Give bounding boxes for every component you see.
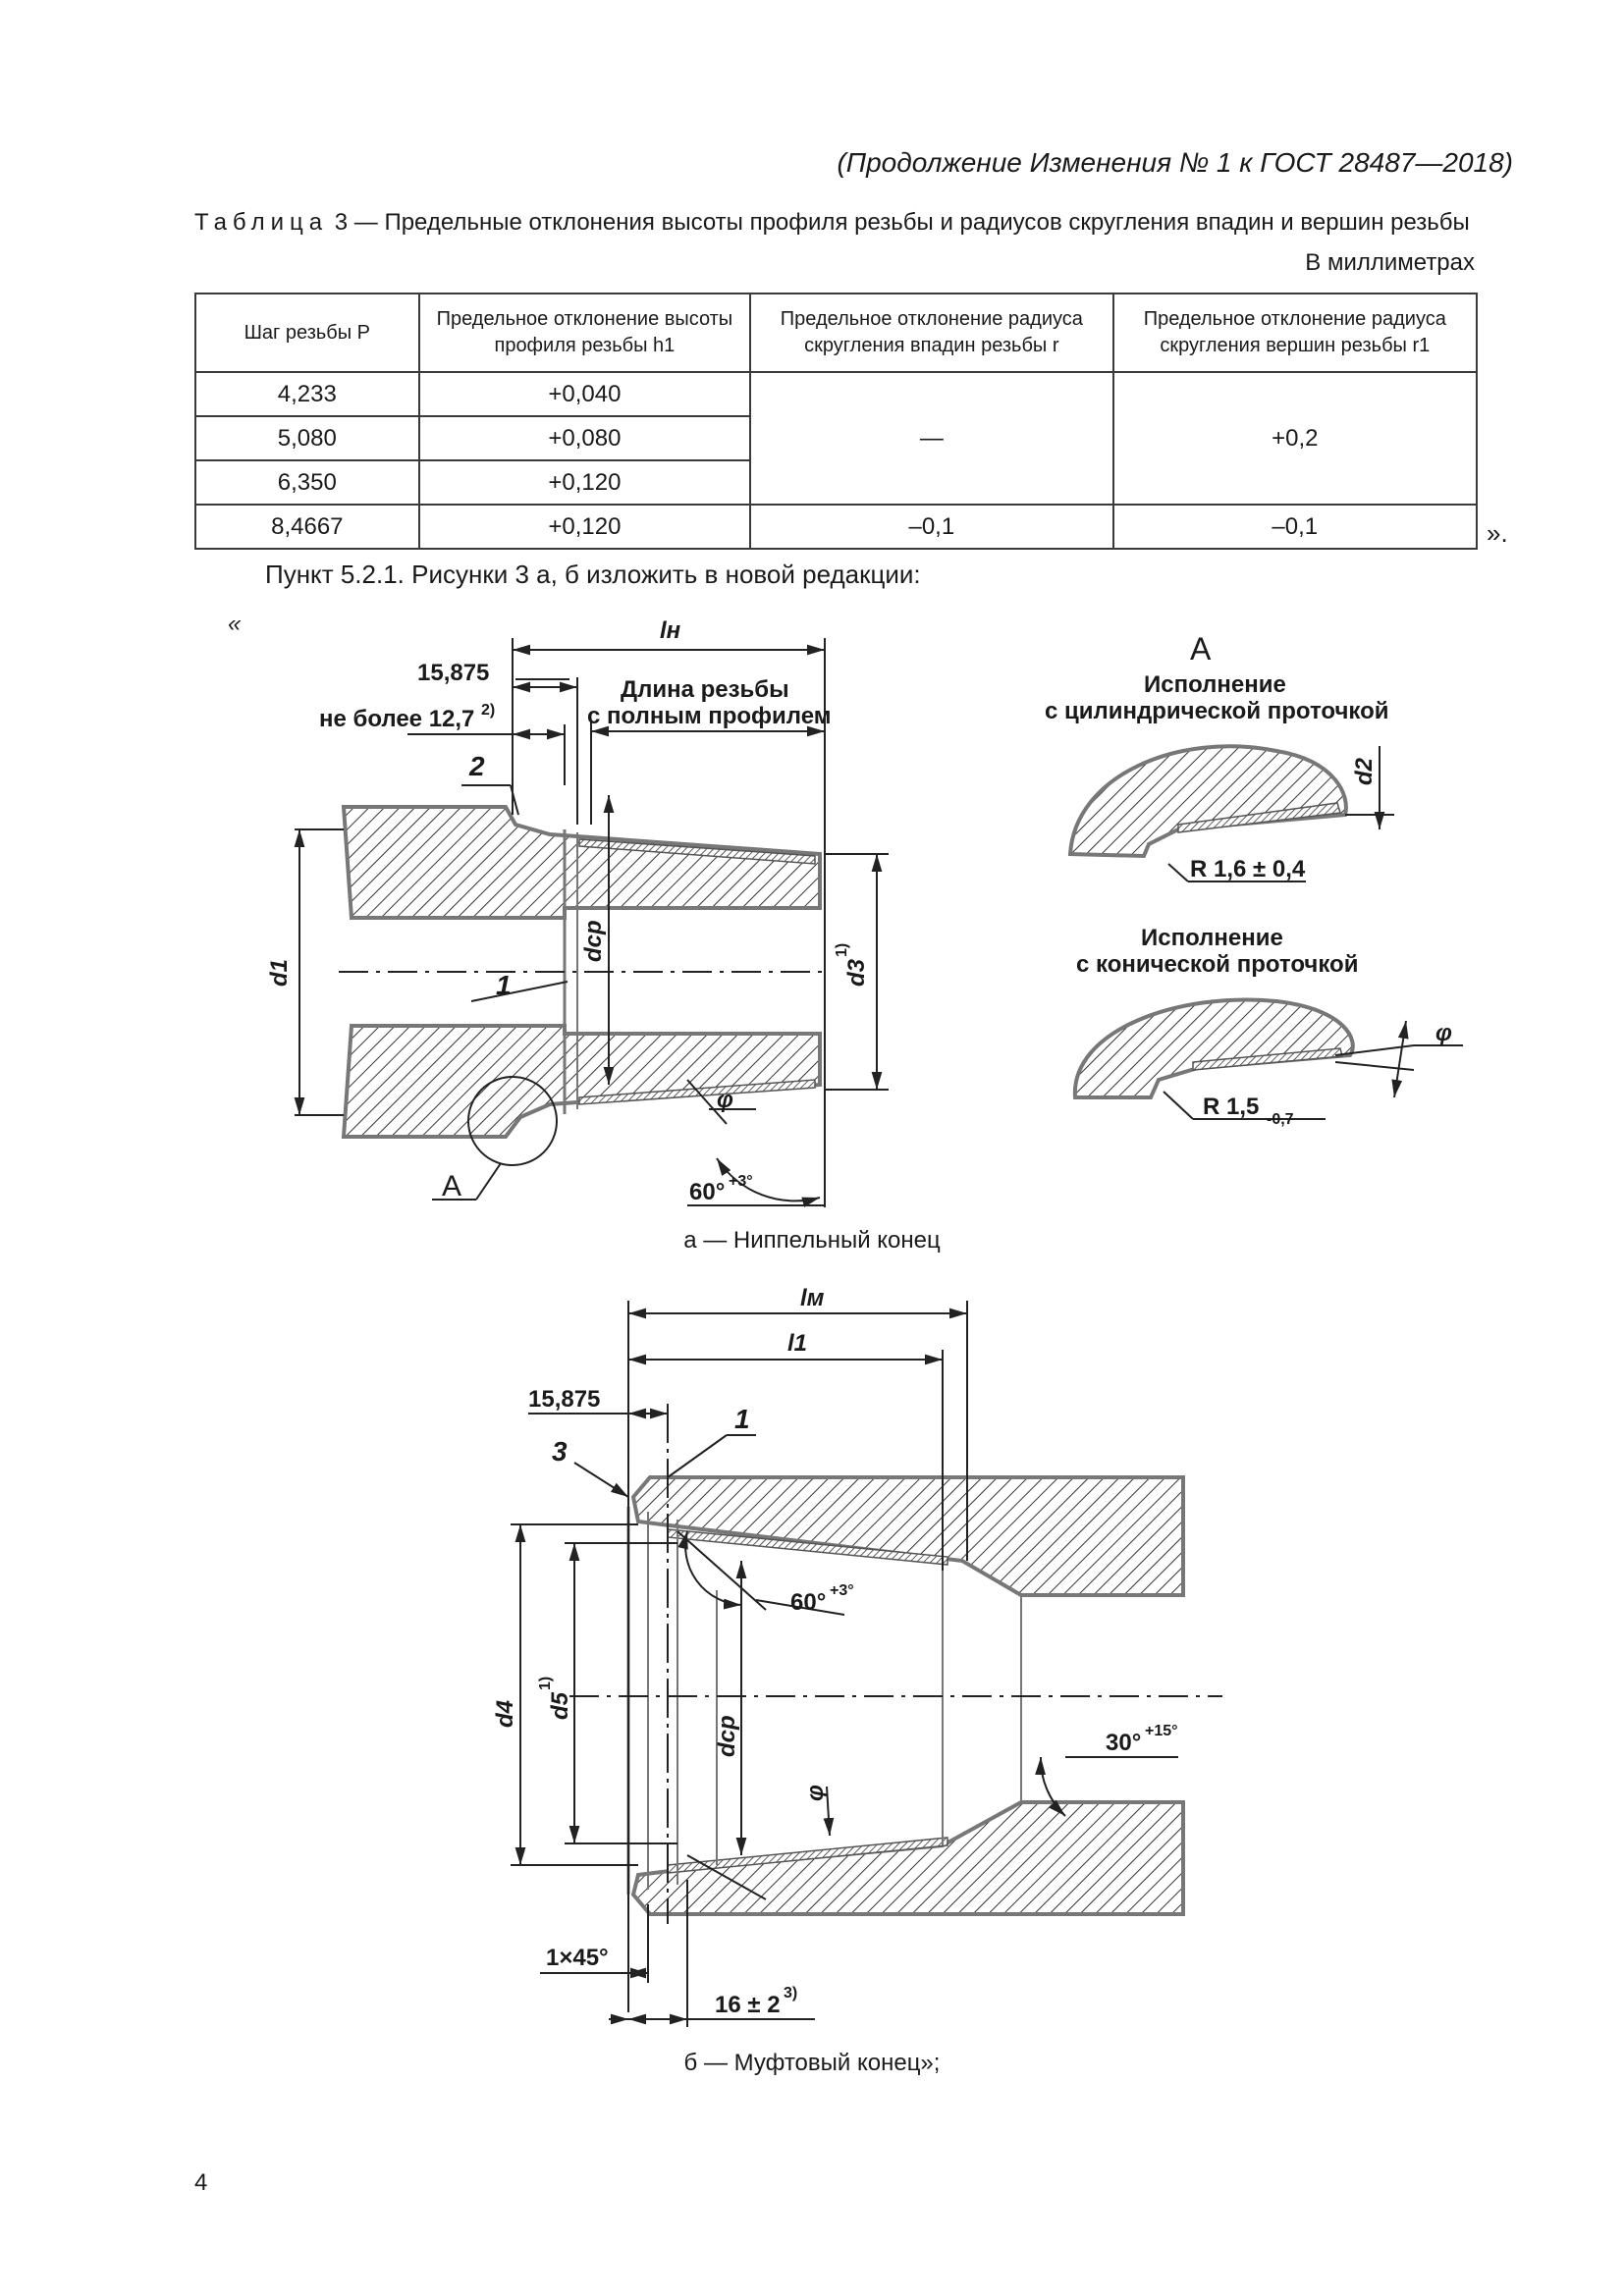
label-16-sup: 3): [784, 1985, 797, 2002]
detail-con-title-1: Исполнение: [1141, 925, 1283, 951]
detail-a-labels: А Исполнение с цилиндрической проточкой …: [1045, 631, 1452, 1128]
detail-a-views: [1067, 744, 1463, 1120]
label-d1: d1: [266, 959, 293, 987]
detail-a-circle: [467, 1076, 558, 1166]
label-not-more: не более 12,7: [319, 706, 474, 732]
label-d4: d4: [492, 1700, 518, 1728]
table-cell: 8,4667: [194, 504, 420, 550]
table-caption-text: 3 — Предельные отклонения высоты профиля…: [328, 209, 1470, 236]
detail-con-title-2: с конической проточкой: [1076, 951, 1358, 978]
callout-1-a: 1: [496, 970, 512, 1000]
col-header-pitch: Шаг резьбы P: [194, 293, 420, 373]
label-d5-sup: 1): [537, 1677, 554, 1690]
label-60-a-tol: +3°: [729, 1173, 753, 1190]
callout-2: 2: [468, 751, 485, 781]
label-r-con: R 1,5: [1203, 1094, 1259, 1120]
opening-quote: «: [228, 611, 242, 637]
figure-a-nipple-end: [294, 638, 889, 1207]
label-60-a: 60°: [689, 1179, 725, 1205]
thread-band-upper: [578, 838, 816, 865]
label-l-m: lм: [800, 1285, 825, 1311]
figure-a-labels: lн 15,875 не более 12,7 2) Длина резьбы …: [266, 617, 870, 1205]
detail-con-shape: [1072, 997, 1355, 1099]
table-cell: +0,120: [417, 504, 752, 550]
col-header-r: Предельное отклонение радиуса скругления…: [749, 293, 1114, 373]
paragraph-5-2-1: Пункт 5.2.1. Рисунки 3 а, б изложить в н…: [265, 560, 921, 589]
label-d5: d5: [547, 1691, 573, 1720]
detail-cyl-title-2: с цилиндрической проточкой: [1045, 698, 1389, 724]
figure-b-labels: lм l1 15,875 1 3 60° +3° d4 d5 1) dср φ …: [492, 1285, 1178, 2018]
table-header-row: Шаг резьбы P Предельное отклонение высот…: [194, 293, 1479, 373]
table-cell-merged-r1: +0,2: [1111, 371, 1479, 506]
label-phi-detail: φ: [1435, 1020, 1452, 1046]
detail-a-title: А: [1190, 631, 1212, 667]
label-30: 30°: [1106, 1730, 1141, 1756]
label-15875-a: 15,875: [417, 660, 489, 686]
table-cell: –0,1: [1111, 504, 1479, 550]
label-phi-a: φ: [717, 1087, 733, 1113]
label-60-b-tol: +3°: [830, 1582, 854, 1599]
table-cell: 5,080: [194, 415, 420, 461]
label-dcp-a: dср: [580, 920, 607, 962]
label-detail-a: А: [442, 1170, 461, 1202]
table-row: 8,4667 +0,120 –0,1 –0,1: [194, 504, 1479, 550]
col-header-r1: Предельное отклонение радиуса скругления…: [1111, 293, 1479, 373]
col-header-h1: Предельное отклонение высоты профиля рез…: [417, 293, 752, 373]
label-16: 16 ± 2: [715, 1992, 781, 2018]
label-l-n: lн: [660, 617, 681, 644]
label-60-b: 60°: [790, 1589, 826, 1616]
label-chamfer: 1×45°: [546, 1945, 609, 1971]
figure-b-coupling-end: [511, 1301, 1222, 2027]
callout-1-b: 1: [734, 1404, 750, 1434]
page-number: 4: [194, 2169, 208, 2196]
label-d3-sup: 1): [834, 943, 850, 957]
label-thread-len-2: с полным профилем: [587, 703, 832, 729]
coupling-upper-wall: [630, 1475, 1185, 1597]
table-row: 4,233 +0,040 — +0,2: [194, 371, 1479, 506]
label-phi-b: φ: [802, 1785, 829, 1801]
detail-cyl-title-1: Исполнение: [1144, 671, 1286, 698]
table-cell: 6,350: [194, 459, 420, 506]
table-cell: +0,120: [417, 459, 752, 506]
label-d2: d2: [1351, 757, 1378, 785]
document-header: (Продолжение Изменения № 1 к ГОСТ 28487—…: [837, 147, 1513, 178]
table-cell: –0,1: [749, 504, 1114, 550]
figure-a-caption: а — Ниппельный конец: [683, 1227, 941, 1254]
callout-3: 3: [552, 1436, 568, 1467]
table-cell-merged-r: —: [749, 371, 1114, 506]
label-dcp-b: dср: [714, 1715, 740, 1757]
table-caption-lead: Таблица: [194, 209, 329, 236]
label-thread-len-1: Длина резьбы: [621, 676, 789, 703]
table-cell: 4,233: [194, 371, 420, 417]
label-not-more-sup: 2): [481, 702, 495, 719]
deviation-table: Шаг резьбы P Предельное отклонение высот…: [194, 293, 1479, 550]
label-15875-b: 15,875: [528, 1386, 600, 1413]
nipple-upper-wall: [341, 805, 822, 920]
table-caption: Таблица 3 — Предельные отклонения высоты…: [194, 209, 1470, 237]
label-30-tol: +15°: [1145, 1723, 1178, 1739]
label-l1: l1: [787, 1330, 807, 1357]
table-row: 6,350 +0,120: [194, 459, 1477, 506]
label-d3: d3: [843, 958, 870, 987]
table-cell: +0,080: [417, 415, 752, 461]
table-cell: +0,040: [417, 371, 752, 417]
label-r-con-tol: -0,7: [1267, 1111, 1294, 1128]
detail-cyl-shape: [1067, 744, 1348, 859]
table-units: В миллиметрах: [1305, 249, 1475, 276]
label-r-cyl: R 1,6 ± 0,4: [1190, 856, 1306, 882]
figure-b-caption: б — Муфтовый конец»;: [683, 2050, 941, 2076]
nipple-lower-wall: [341, 1024, 822, 1139]
table-row: 5,080 +0,080: [194, 415, 1477, 461]
closing-quote: ».: [1487, 518, 1508, 548]
